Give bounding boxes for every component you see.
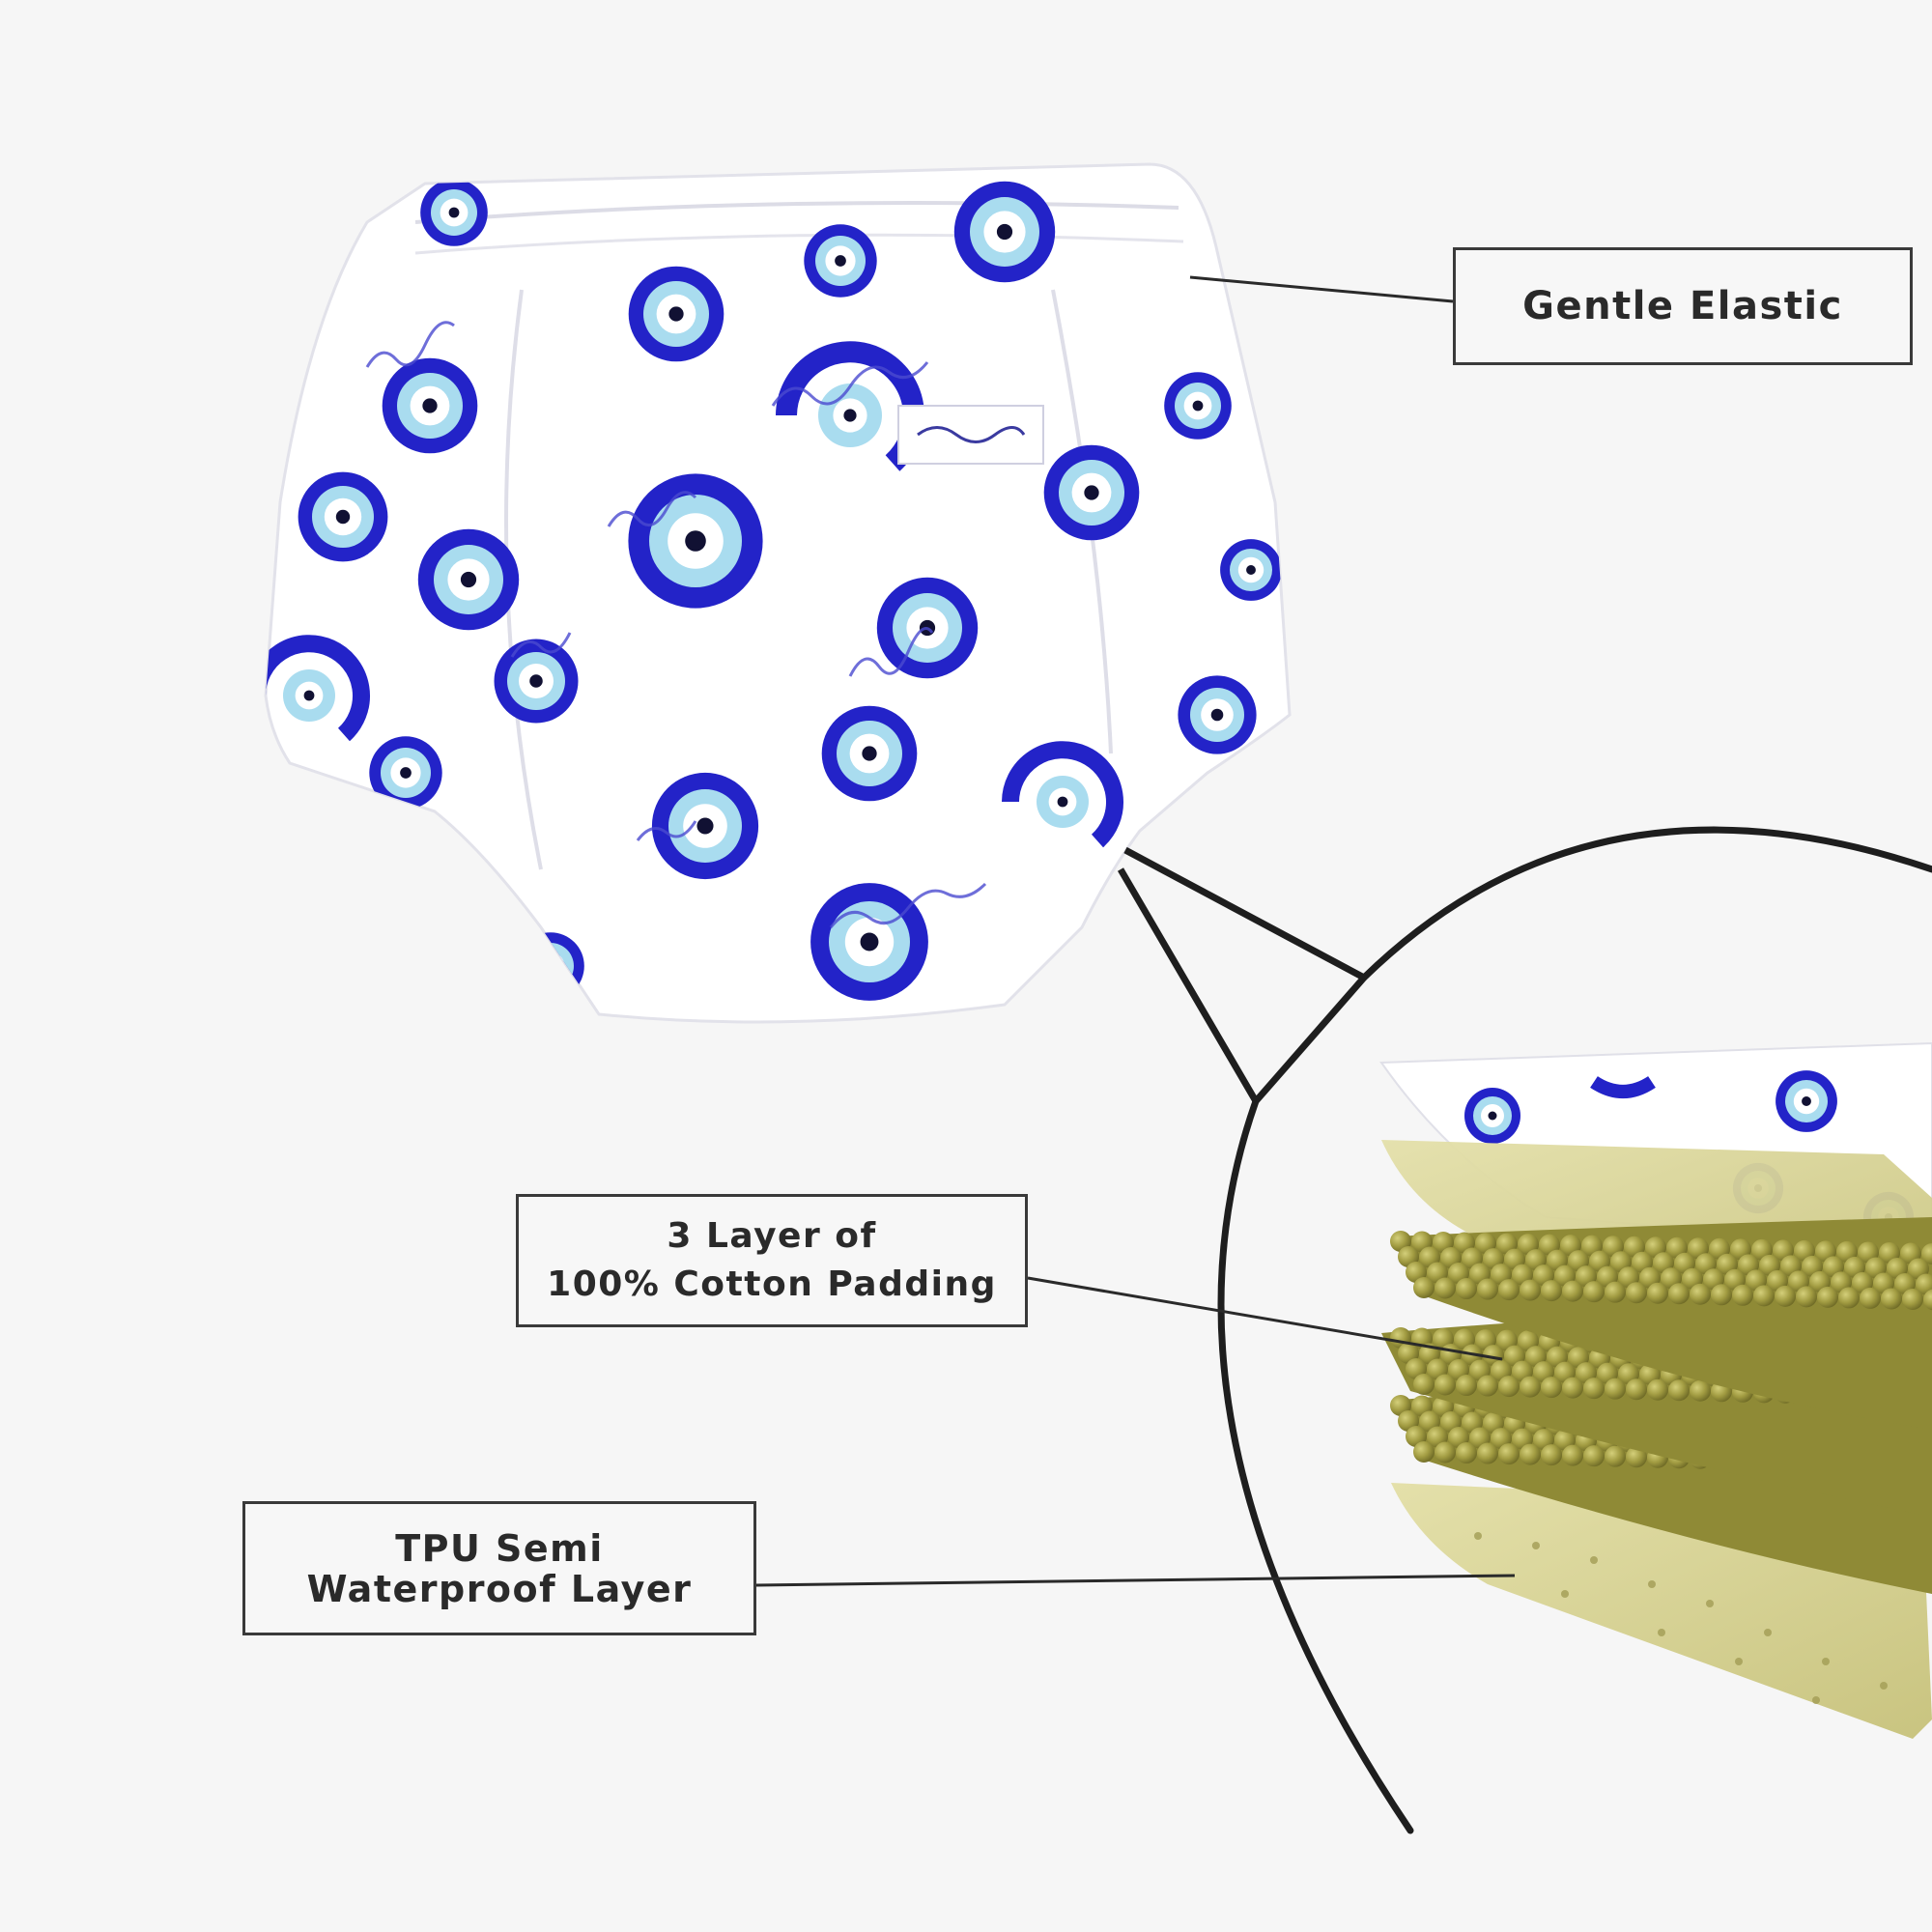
callout-tpu-layer: TPU Semi Waterproof Layer — [242, 1501, 756, 1635]
padding-bump — [1796, 1286, 1817, 1308]
callout-elastic-text: Gentle Elastic — [1522, 284, 1843, 328]
padding-bump — [1923, 1289, 1932, 1311]
padding-bump — [1498, 1279, 1520, 1301]
padding-bump — [1456, 1442, 1477, 1464]
padding-bump — [1817, 1286, 1838, 1308]
padding-bump — [1562, 1444, 1583, 1466]
padding-bump — [1626, 1446, 1647, 1468]
padding-bump — [1838, 1287, 1860, 1309]
callout-cotton-padding: 3 Layer of 100% Cotton Padding — [516, 1194, 1028, 1327]
padding-bump — [1562, 1377, 1583, 1399]
padding-bump — [1477, 1375, 1498, 1397]
callout-gentle-elastic: Gentle Elastic — [1453, 247, 1913, 365]
padding-bump — [1647, 1282, 1668, 1304]
padding-bump — [1562, 1280, 1583, 1302]
padding-bump — [1626, 1282, 1647, 1304]
callout-padding-line1: 3 Layer of — [667, 1216, 877, 1256]
callout-tpu-line1: TPU Semi — [395, 1526, 604, 1570]
padding-bump — [1413, 1277, 1435, 1298]
padding-bump — [1520, 1279, 1541, 1301]
padding-bump — [1477, 1278, 1498, 1300]
leader-line-padding — [1027, 1276, 1503, 1361]
padding-bump — [1498, 1443, 1520, 1465]
padding-bump — [1668, 1283, 1690, 1305]
padding-bump — [1413, 1441, 1435, 1463]
padding-bump — [1498, 1376, 1520, 1398]
padding-bump — [1732, 1284, 1753, 1306]
padding-bump — [1921, 1243, 1932, 1264]
padding-bump — [1605, 1445, 1626, 1467]
padding-bump — [1456, 1278, 1477, 1300]
padding-bump — [1435, 1374, 1456, 1396]
padding-bump — [1435, 1441, 1456, 1463]
padding-bump — [1413, 1374, 1435, 1395]
magnifier-circle-icon — [1217, 826, 1932, 1834]
padding-bump — [1435, 1277, 1456, 1299]
callout-tpu-line2: Waterproof Layer — [306, 1567, 693, 1610]
padding-bump — [1753, 1285, 1775, 1307]
padding-bump — [1881, 1288, 1902, 1310]
padding-bump — [1690, 1379, 1711, 1402]
padding-bump — [1583, 1281, 1605, 1303]
layer-stack-icon — [1379, 1041, 1932, 1739]
padding-bump — [1668, 1379, 1690, 1402]
padding-bump — [1916, 1273, 1932, 1295]
callout-padding-line2: 100% Cotton Padding — [547, 1264, 997, 1304]
padding-bump — [1626, 1378, 1647, 1401]
padding-bump — [1902, 1288, 1923, 1310]
padding-bump — [1541, 1377, 1562, 1399]
padding-bump — [1583, 1378, 1605, 1400]
padding-bump — [1520, 1443, 1541, 1465]
padding-bump — [1711, 1284, 1732, 1306]
padding-bump — [1647, 1378, 1668, 1401]
leader-lines — [755, 275, 1516, 1587]
padding-bump — [1605, 1378, 1626, 1400]
padding-bump — [1541, 1444, 1562, 1466]
padding-bump — [1690, 1283, 1711, 1305]
leader-line-elastic — [1189, 275, 1454, 303]
padding-bump — [1775, 1285, 1796, 1307]
leader-line-tpu — [755, 1574, 1516, 1587]
padding-bump — [1860, 1287, 1881, 1309]
padding-bump — [1520, 1376, 1541, 1398]
training-pant-image — [264, 162, 1292, 1024]
padding-bump — [1541, 1280, 1562, 1302]
padding-bump — [1605, 1281, 1626, 1303]
padding-bump — [1583, 1445, 1605, 1467]
padding-bump — [1456, 1375, 1477, 1397]
padding-bump — [1477, 1442, 1498, 1464]
